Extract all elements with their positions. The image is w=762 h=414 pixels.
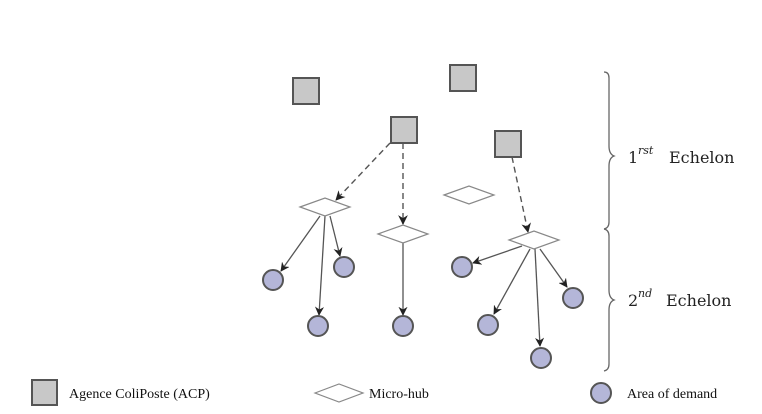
area-node-5 [451,256,473,278]
echelon-2-suffix: nd [638,287,652,300]
second-echelon-links [280,215,568,347]
echelon-1-label: Echelon [669,148,734,167]
area-node-7 [530,347,552,369]
link-hub4-area8 [539,248,568,288]
legend-acp-icon [31,379,58,406]
legend: Agence ColiPoste (ACP) Micro-hub Area of… [31,379,717,406]
legend-area-label: Area of demand [627,387,717,402]
micro-hub-1 [298,197,352,217]
echelon-braces [603,71,616,372]
area-node-3 [333,256,355,278]
link-hub1-area3 [329,215,343,257]
echelon-1-suffix: rst [638,144,654,157]
micro-hub-2 [376,224,430,244]
legend-micro-hub-icon [313,383,365,403]
echelon-label-1: 1 rst Echelon [628,144,734,167]
brace-first-echelon [603,71,616,230]
legend-micro-hub-label: Micro-hub [369,387,429,402]
link-hub1-area1 [280,215,321,272]
echelon-label-2: 2 nd Echelon [628,287,731,310]
legend-acp-label: Agence ColiPoste (ACP) [69,387,210,402]
micro-hub-4 [507,230,561,250]
micro-hub-nodes [298,185,561,250]
area-node-2 [307,315,329,337]
acp-node-1 [292,77,320,105]
link-hub4-area6 [493,248,531,315]
micro-hub-3 [442,185,496,205]
echelon-1-number: 1 [628,148,638,167]
link-acp4-hub4 [511,156,531,233]
link-acp3-hub1 [335,142,391,201]
first-echelon-links [335,142,531,233]
brace-second-echelon [603,228,616,372]
acp-nodes [292,64,522,158]
link-hub1-area2 [314,215,326,316]
legend-area-icon [590,382,612,404]
link-hub4-area7 [534,248,545,347]
area-node-6 [477,314,499,336]
echelon-2-label: Echelon [666,291,731,310]
acp-node-4 [494,130,522,158]
acp-node-2 [449,64,477,92]
area-node-1 [262,269,284,291]
acp-node-3 [390,116,418,144]
area-nodes [262,256,584,369]
link-hub4-area5 [472,245,523,265]
area-node-4 [392,315,414,337]
area-node-8 [562,287,584,309]
echelon-2-number: 2 [628,291,638,310]
